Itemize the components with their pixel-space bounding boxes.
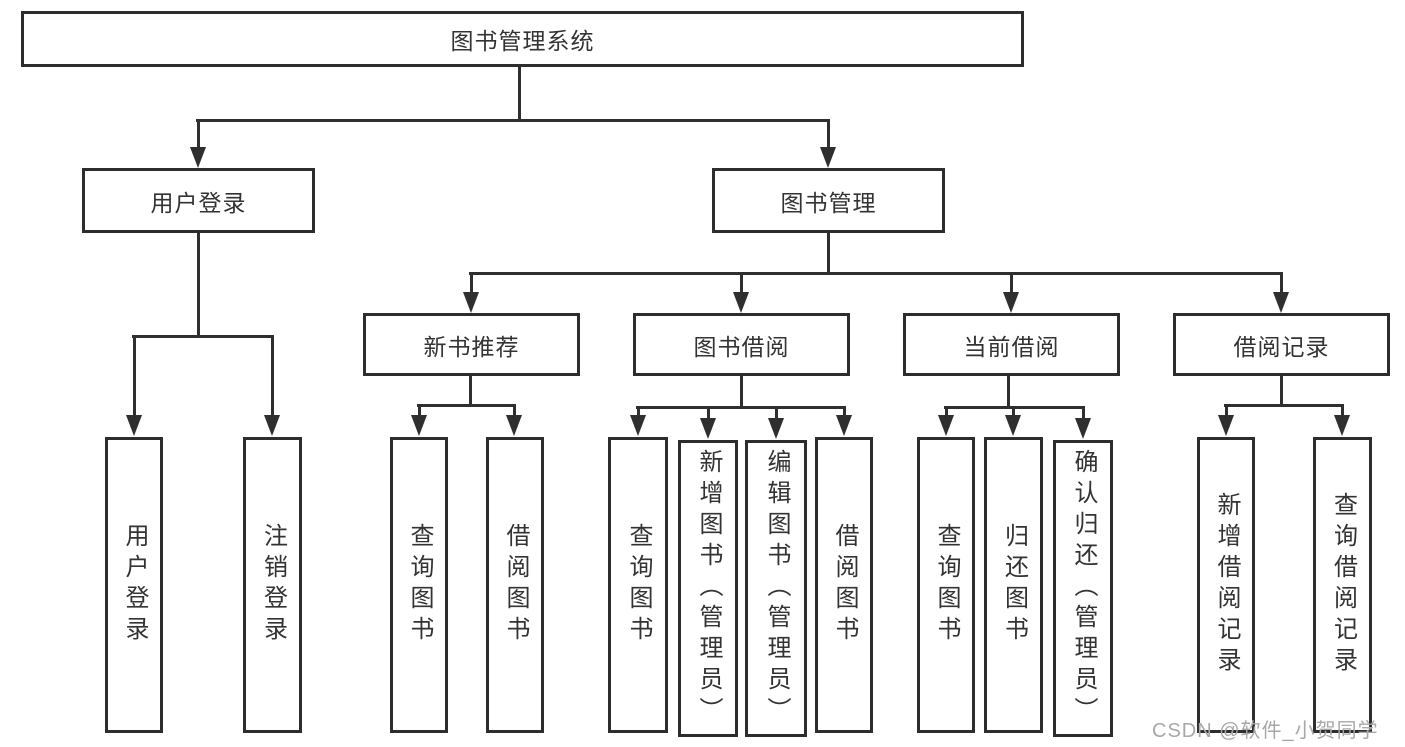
leaf-query-books-recommend: 查询图书 (390, 437, 448, 733)
leaf-return-books: 归还图书 (984, 437, 1043, 733)
connector-new-book-bus (417, 404, 516, 407)
connector-current-borrow-bus (944, 406, 1085, 409)
connector-level2-bus (196, 119, 830, 122)
node-label: 确认归还（管理员） (1070, 449, 1097, 728)
connector-book-borrow-bus (636, 406, 846, 409)
connector-records-stem (1280, 374, 1283, 407)
node-user-login: 用户登录 (82, 168, 315, 233)
node-current-borrowing: 当前借阅 (903, 313, 1120, 376)
leaf-borrow-books: 借阅图书 (815, 437, 873, 733)
connector-level3-bus (469, 272, 1283, 275)
leaf-query-books-borrow: 查询图书 (608, 437, 668, 733)
node-book-management: 图书管理 (712, 168, 945, 233)
node-label: 用户登录 (150, 189, 247, 216)
leaf-confirm-return-admin: 确认归还（管理员） (1053, 440, 1113, 737)
node-label: 查询图书 (406, 523, 433, 647)
connector-user-login-stem (197, 232, 200, 338)
leaf-user-login: 用户登录 (105, 437, 163, 733)
node-label: 图书借阅 (693, 333, 790, 360)
node-label: 查询图书 (625, 523, 652, 647)
node-borrowing-records: 借阅记录 (1173, 313, 1390, 376)
connector-records-bus (1224, 404, 1344, 407)
connector-book-mgmt-stem (827, 232, 830, 274)
node-label: 新增图书（管理员） (695, 449, 722, 728)
connector-user-login-bus (132, 335, 274, 338)
connector-book-borrow-stem (740, 374, 743, 409)
node-book-borrowing: 图书借阅 (633, 313, 850, 376)
node-new-book-recommend: 新书推荐 (363, 313, 580, 376)
node-library-system: 图书管理系统 (21, 11, 1024, 67)
node-label: 注销登录 (259, 523, 287, 647)
leaf-add-books-admin: 新增图书（管理员） (678, 440, 738, 737)
node-label: 图书管理 (780, 189, 877, 216)
node-label: 当前借阅 (963, 333, 1060, 360)
leaf-query-books-current: 查询图书 (917, 437, 975, 733)
leaf-logout: 注销登录 (243, 437, 302, 733)
node-label: 借阅图书 (831, 523, 858, 647)
connector-current-borrow-stem (1007, 374, 1010, 409)
node-label: 归还图书 (1000, 523, 1028, 647)
node-label: 用户登录 (121, 523, 148, 647)
connector-new-book-stem (469, 375, 472, 407)
leaf-borrow-books-recommend: 借阅图书 (486, 437, 544, 733)
leaf-edit-books-admin: 编辑图书（管理员） (745, 440, 807, 737)
node-label: 新增借阅记录 (1213, 492, 1240, 678)
node-label: 查询借阅记录 (1329, 492, 1357, 678)
leaf-add-borrow-record: 新增借阅记录 (1197, 437, 1255, 733)
csdn-watermark: CSDN @软件_小贺同学 (1152, 720, 1379, 742)
leaf-query-borrow-record: 查询借阅记录 (1313, 437, 1372, 733)
node-label: 图书管理系统 (450, 28, 595, 54)
node-label: 借阅记录 (1233, 333, 1330, 360)
connector-root-stem (518, 67, 521, 121)
node-label: 新书推荐 (423, 333, 520, 360)
node-label: 查询图书 (933, 523, 960, 647)
node-label: 借阅图书 (502, 523, 529, 647)
node-label: 编辑图书（管理员） (763, 449, 790, 728)
